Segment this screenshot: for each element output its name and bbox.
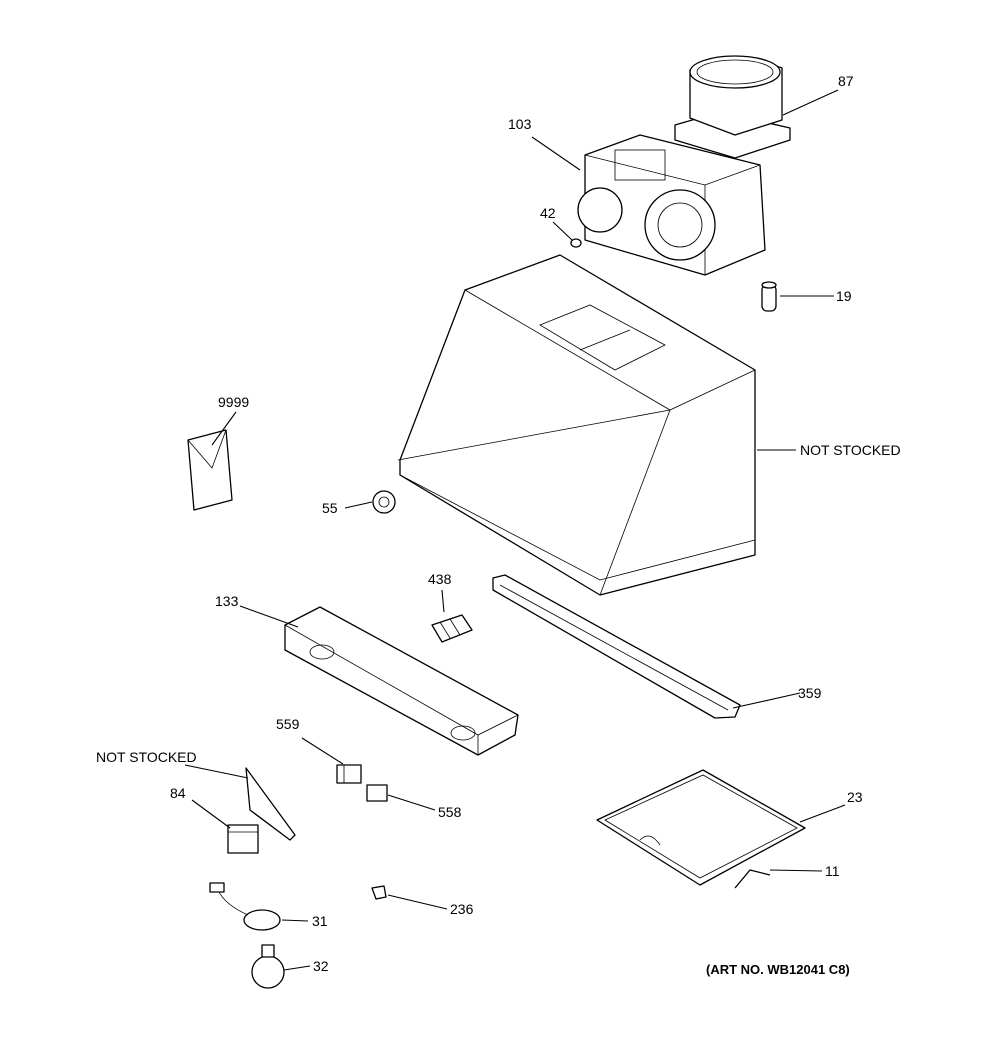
label-11: 11 bbox=[825, 863, 840, 879]
label-236: 236 bbox=[450, 901, 474, 917]
label-19: 19 bbox=[836, 288, 852, 304]
label-87: 87 bbox=[838, 73, 854, 89]
clip-236 bbox=[371, 885, 387, 900]
leader-lines bbox=[184, 89, 846, 971]
label-438: 438 bbox=[428, 571, 452, 587]
label-not-stocked-bracket: NOT STOCKED bbox=[96, 749, 197, 765]
switch-558 bbox=[366, 784, 388, 802]
label-42: 42 bbox=[540, 205, 556, 221]
blower-assembly-103 bbox=[577, 134, 766, 276]
capacitor-19 bbox=[761, 281, 777, 312]
control-panel-359 bbox=[492, 574, 741, 719]
label-9999: 9999 bbox=[218, 394, 250, 410]
label-84: 84 bbox=[170, 785, 186, 801]
filter-spring-11 bbox=[734, 869, 771, 889]
label-23: 23 bbox=[847, 789, 863, 805]
grease-filter-23 bbox=[596, 769, 806, 886]
transformer-84 bbox=[227, 824, 259, 854]
light-bulb-32 bbox=[251, 944, 285, 989]
duct-adapter-87 bbox=[674, 55, 791, 159]
grommet-42 bbox=[570, 238, 582, 248]
manual-envelope-9999 bbox=[187, 429, 233, 511]
label-359: 359 bbox=[798, 685, 822, 701]
lamp-socket-31 bbox=[209, 882, 281, 931]
label-103: 103 bbox=[508, 116, 532, 132]
switch-knob-55 bbox=[372, 490, 396, 514]
label-133: 133 bbox=[215, 593, 239, 609]
lamp-housing-133 bbox=[284, 606, 519, 756]
label-55: 55 bbox=[322, 500, 338, 516]
art-number: (ART NO. WB12041 C8) bbox=[706, 962, 850, 977]
label-31: 31 bbox=[312, 913, 328, 929]
terminal-block-438 bbox=[431, 614, 473, 643]
bracket-not-stocked bbox=[245, 767, 296, 841]
label-558: 558 bbox=[438, 804, 462, 820]
label-559: 559 bbox=[276, 716, 300, 732]
switch-559 bbox=[336, 764, 362, 784]
hood-body bbox=[397, 254, 756, 596]
label-32: 32 bbox=[313, 958, 329, 974]
label-not-stocked-hood: NOT STOCKED bbox=[800, 442, 901, 458]
